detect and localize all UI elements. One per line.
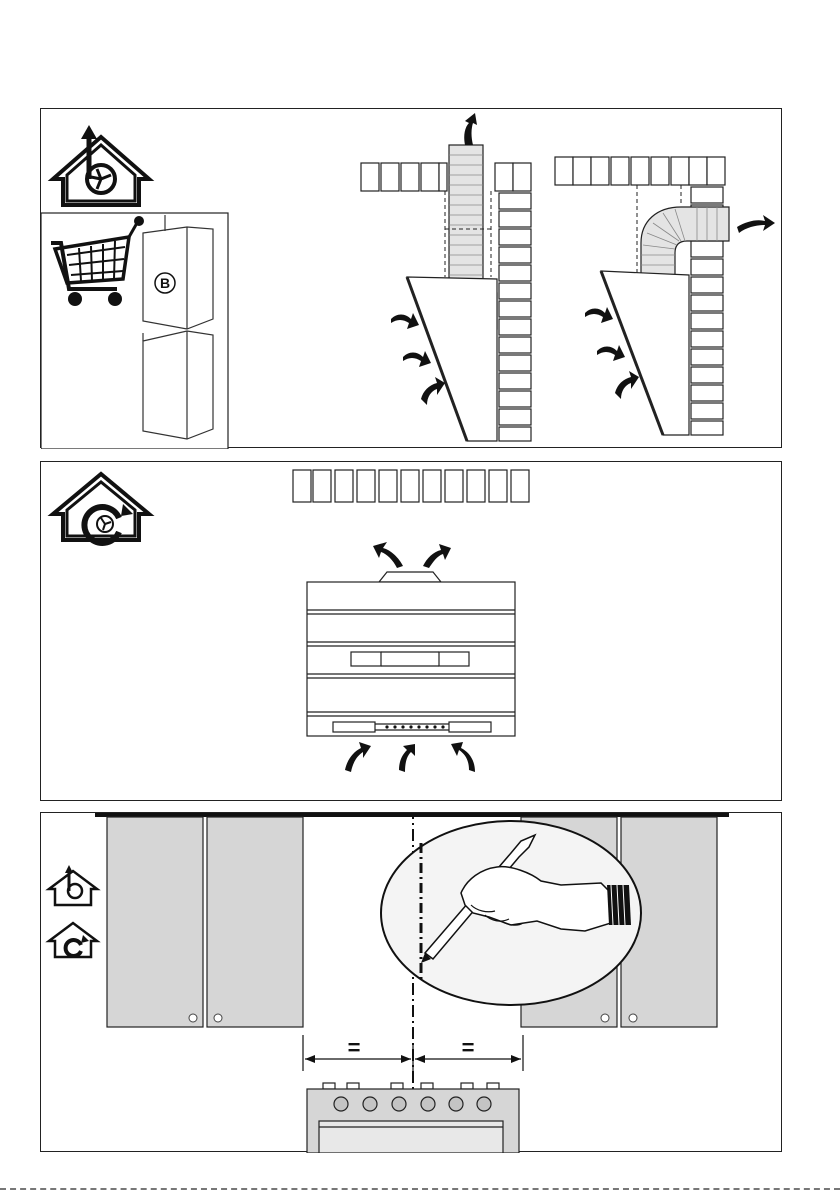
airflow-arrow-icon (421, 377, 445, 405)
wall-bricks (293, 470, 529, 502)
equal-label-right: = (453, 1037, 483, 1059)
recirculation-house-icon (53, 474, 149, 543)
airflow-arrow-icon (737, 215, 775, 233)
page-cut-line (0, 1188, 840, 1190)
airflow-arrow-icon (399, 744, 415, 772)
centering-diagram (41, 813, 783, 1153)
equal-label-left: = (339, 1037, 369, 1059)
chimney-label-b: B (155, 273, 175, 293)
dimension-lines (303, 1035, 523, 1071)
cooker (307, 1083, 519, 1153)
hood-front-view (307, 572, 515, 736)
optional-chimney-box (41, 213, 228, 449)
ducted-scene-elbow (555, 157, 775, 435)
lower-chimney-cover (143, 331, 213, 439)
upper-chimney-cover (143, 215, 213, 329)
airflow-arrow-icon (451, 742, 475, 772)
airflow-arrow-icon (597, 345, 625, 361)
airflow-arrow-icon (391, 313, 419, 329)
panel-ducted: B (40, 108, 782, 448)
recirculation-diagram (41, 462, 783, 802)
airflow-arrow-icon (373, 542, 403, 568)
recirculation-house-icon (49, 923, 97, 957)
airflow-arrow-icon (345, 742, 371, 772)
airflow-arrow-icon (423, 544, 451, 568)
pen-hand-icon (381, 821, 641, 1005)
airflow-arrow-icon (615, 371, 639, 399)
ducted-house-icon (53, 125, 149, 205)
ducted-scene-vertical (361, 113, 531, 441)
panel-centering: = = (40, 812, 782, 1152)
ducted-diagram (41, 109, 783, 449)
ducted-house-icon (49, 865, 97, 905)
airflow-arrow-icon (585, 307, 613, 323)
airflow-arrow-icon (464, 113, 477, 145)
panel-recirculation (40, 461, 782, 801)
airflow-arrow-icon (403, 351, 431, 367)
